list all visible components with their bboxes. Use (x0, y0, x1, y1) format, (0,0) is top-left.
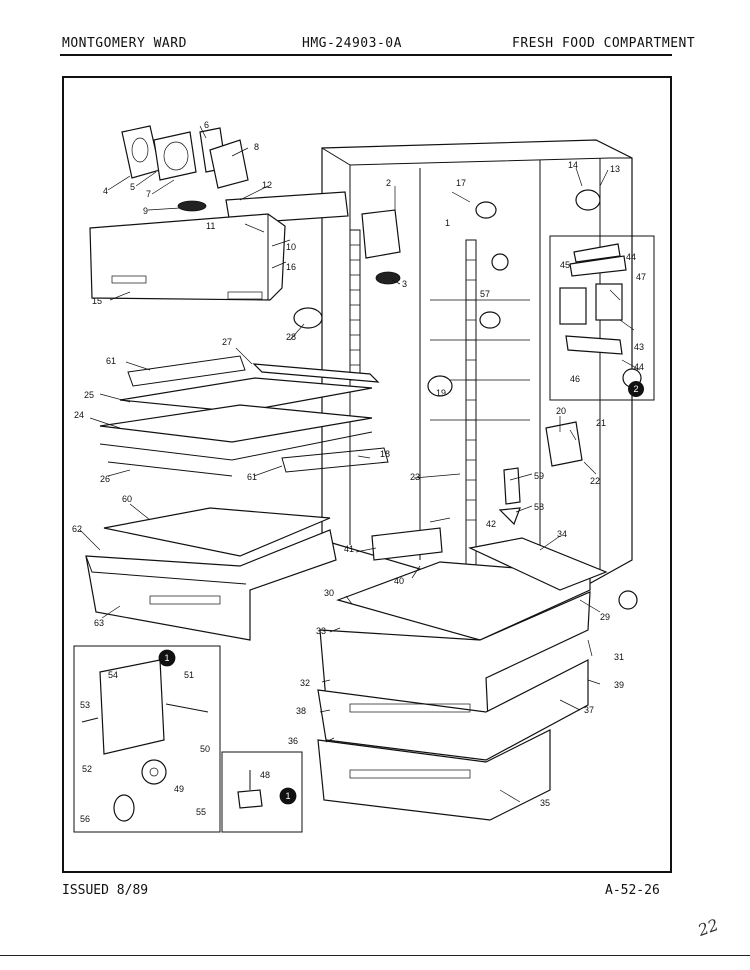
callout-leaders (79, 125, 641, 803)
callout-label: 44 (626, 252, 636, 262)
header-brand: MONTGOMERY WARD (62, 36, 187, 51)
callout-label: 36 (288, 736, 298, 746)
callout-label: 41 (344, 544, 354, 554)
crisper-drawers (317, 561, 591, 821)
cabinet-liner (321, 139, 633, 601)
callout-label: 55 (196, 807, 206, 817)
bottom-rule (0, 955, 750, 956)
callout-label: 28 (286, 332, 296, 342)
callout-label: 38 (296, 706, 306, 716)
header-divider (60, 54, 672, 56)
callout-label: 25 (84, 390, 94, 400)
callout-label: 15 (92, 296, 102, 306)
door-bin-inset (549, 235, 655, 401)
callout-label: 8 (254, 142, 259, 152)
air-damper-2 (361, 209, 401, 285)
inset-badge-1-leg: 1 (280, 788, 296, 804)
badge-label: 1 (164, 653, 169, 663)
leveling-leg-inset (221, 751, 303, 833)
callout-label: 23 (410, 472, 420, 482)
callout-label: 48 (260, 770, 270, 780)
diagram-frame (62, 76, 672, 873)
callout-label: 61 (106, 356, 116, 366)
callout-label: 58 (534, 502, 544, 512)
callout-label: 32 (300, 678, 310, 688)
control-housing-15 (89, 213, 286, 301)
callout-label: 10 (286, 242, 296, 252)
callout-label: 35 (540, 798, 550, 808)
callout-label: 20 (556, 406, 566, 416)
callout-label: 44 (634, 362, 644, 372)
callout-label: 51 (184, 670, 194, 680)
callout-label: 16 (286, 262, 296, 272)
callout-label: 60 (122, 494, 132, 504)
callout-label: 6 (204, 120, 209, 130)
callout-label: 24 (74, 410, 84, 420)
callout-label: 37 (584, 705, 594, 715)
badge-label: 1 (285, 791, 290, 801)
callout-label: 33 (316, 626, 326, 636)
callout-label: 11 (206, 221, 215, 231)
callout-label: 42 (486, 519, 496, 529)
callout-label: 61 (247, 472, 257, 482)
callout-label: 39 (614, 680, 624, 690)
callout-label: 30 (324, 588, 334, 598)
callout-label: 26 (100, 474, 110, 484)
crisper-cover-34 (468, 537, 608, 591)
callout-label: 50 (200, 744, 210, 754)
callout-label: 45 (560, 260, 570, 270)
callout-label: 22 (590, 476, 600, 486)
callout-label: 31 (614, 652, 624, 662)
callout-label: 59 (534, 471, 544, 481)
issue-date: ISSUED 8/89 (62, 883, 149, 898)
callout-label: 43 (634, 342, 644, 352)
inset-badge-1-hinge: 1 (159, 650, 175, 666)
page-code: A-52-26 (605, 883, 660, 898)
callout-labels: 4 5 6 7 8 9 11 12 10 16 15 2 1 17 13 14 … (72, 120, 646, 824)
callout-label: 47 (636, 272, 646, 282)
meat-pan-drawer (85, 507, 337, 641)
callout-label: 5 (130, 182, 135, 192)
badge-label: 2 (633, 384, 638, 394)
callout-label: 3 (402, 279, 407, 289)
callout-label: 27 (222, 337, 232, 347)
callout-label: 56 (80, 814, 90, 824)
callout-label: 57 (480, 289, 490, 299)
callout-label: 14 (568, 160, 578, 170)
callout-label: 13 (610, 164, 620, 174)
callout-label: 40 (394, 576, 404, 586)
callout-label: 54 (108, 670, 118, 680)
callout-label: 62 (72, 524, 82, 534)
callout-label: 4 (103, 186, 108, 196)
callout-label: 52 (82, 764, 92, 774)
callout-label: 63 (94, 618, 104, 628)
header-model-number: HMG-24903-0A (302, 36, 402, 51)
header-section-title: FRESH FOOD COMPARTMENT (512, 36, 696, 51)
hinge-inset-panel (73, 645, 221, 833)
callout-label: 17 (456, 178, 466, 188)
callout-label: 2 (386, 178, 391, 188)
callout-label: 46 (570, 374, 580, 384)
glass-shelf-assembly (99, 355, 389, 477)
inset-badge-2: 2 (628, 381, 644, 397)
callout-label: 9 (143, 206, 148, 216)
callout-label: 19 (436, 388, 446, 398)
callout-label: 29 (600, 612, 610, 622)
callout-label: 7 (146, 189, 151, 199)
light-housing-assembly (121, 125, 249, 212)
callout-label: 49 (174, 784, 184, 794)
callout-label: 53 (80, 700, 90, 710)
callout-label: 1 (445, 218, 450, 228)
callout-label: 12 (262, 180, 272, 190)
callout-label: 21 (596, 418, 606, 428)
callout-label: 34 (557, 529, 567, 539)
callout-label: 18 (380, 449, 390, 459)
